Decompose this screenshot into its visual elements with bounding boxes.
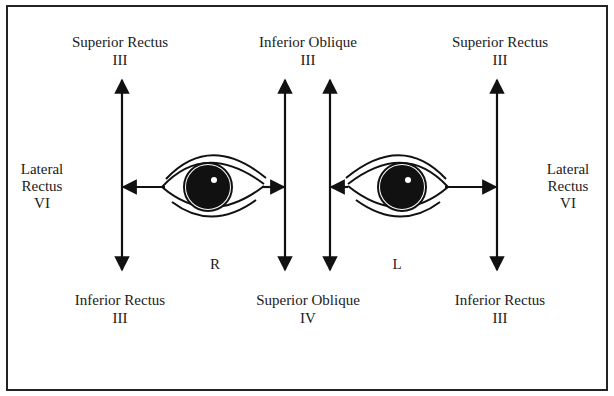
nerve-number: IV	[300, 310, 316, 327]
muscle-name: Superior Oblique	[256, 292, 360, 309]
left-eye	[346, 155, 448, 216]
frame	[7, 6, 607, 390]
muscle-name: Inferior Oblique	[259, 34, 357, 51]
nerve-number: III	[493, 310, 508, 327]
nerve-number: III	[301, 52, 316, 69]
eye-side-letter: L	[392, 256, 401, 273]
muscle-name: Superior Rectus	[72, 34, 168, 51]
right-eye	[162, 155, 266, 216]
eye-side-letter: R	[210, 256, 220, 273]
muscle-name: Inferior Rectus	[455, 292, 545, 309]
nerve-number: VI	[560, 195, 576, 212]
nerve-number: III	[113, 52, 128, 69]
muscle-name: Superior Rectus	[452, 34, 548, 51]
muscle-name: Rectus	[22, 178, 63, 195]
muscle-name: Rectus	[548, 178, 589, 195]
nerve-number: VI	[34, 195, 50, 212]
muscle-name: Inferior Rectus	[75, 292, 165, 309]
nerve-number: III	[113, 310, 128, 327]
nerve-number: III	[493, 52, 508, 69]
muscle-name: Lateral	[21, 161, 63, 178]
muscle-name: Lateral	[547, 161, 589, 178]
